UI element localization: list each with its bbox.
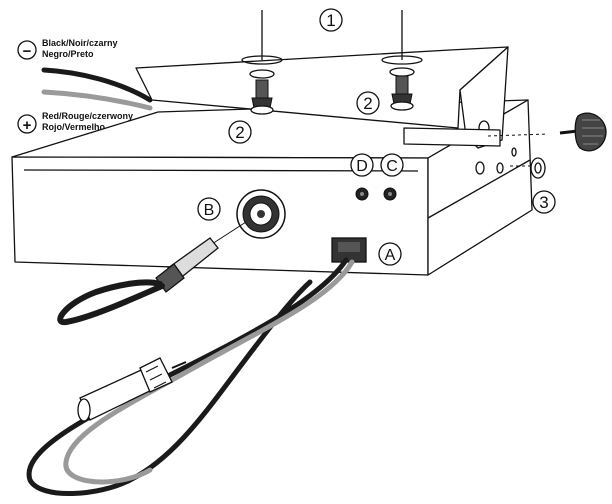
- minus-symbol: −: [23, 43, 32, 60]
- callout-2-lower-label: 2: [235, 123, 244, 142]
- antenna-connector: [236, 189, 286, 239]
- washer: [530, 157, 546, 179]
- side-seam-line: [427, 159, 531, 219]
- callout-2-lower: 2: [228, 120, 252, 144]
- inline-fuse-holder: [77, 357, 187, 422]
- callout-3-label: 3: [539, 193, 548, 212]
- positive-label-line1: Red/Rouge/czerwony: [42, 111, 133, 121]
- callout-3: 3: [532, 190, 556, 214]
- antenna-guide-line: [211, 221, 247, 245]
- power-cable-black: [26, 257, 349, 497]
- mounting-knob: [559, 112, 607, 152]
- negative-wire-label: − Black/Noir/czarny Negro/Preto: [17, 38, 118, 60]
- callout-d-label: D: [356, 158, 368, 175]
- jack-d: [355, 187, 369, 201]
- plus-icon: [17, 114, 37, 134]
- positive-wire-label: + Red/Rouge/czerwony Rojo/Vermelho: [17, 111, 133, 134]
- mount-bolt-left: [249, 69, 275, 115]
- antenna-cable: [57, 279, 165, 326]
- black-lead-top: [41, 67, 153, 103]
- callout-d: D: [350, 153, 374, 177]
- minus-icon: [17, 40, 37, 60]
- callout-2-upper-label: 2: [363, 94, 372, 113]
- power-cable-red: [63, 259, 355, 485]
- positive-label-line2: Rojo/Vermelho: [42, 122, 106, 132]
- callout-1-label: 1: [326, 11, 335, 30]
- mounting-bracket: [135, 10, 509, 149]
- callout-b: B: [197, 197, 221, 221]
- jack-c: [383, 187, 397, 201]
- callout-a-label: A: [385, 247, 396, 264]
- callout-c-label: C: [386, 158, 398, 175]
- mount-bolt-right: [389, 67, 415, 111]
- side-slot-plate: [403, 127, 549, 175]
- callout-2-upper: 2: [356, 91, 380, 115]
- negative-label-line2: Negro/Preto: [42, 49, 94, 59]
- red-lead-top: [41, 89, 153, 111]
- callout-1: 1: [319, 8, 343, 32]
- callout-1-circle: [319, 8, 343, 32]
- callout-a: A: [378, 242, 402, 266]
- plus-symbol: +: [23, 117, 32, 134]
- callout-b-label: B: [204, 202, 215, 219]
- callout-c: C: [380, 153, 404, 177]
- power-leads-top: [41, 67, 153, 111]
- power-connector: [331, 237, 367, 263]
- negative-label-line1: Black/Noir/czarny: [42, 38, 118, 48]
